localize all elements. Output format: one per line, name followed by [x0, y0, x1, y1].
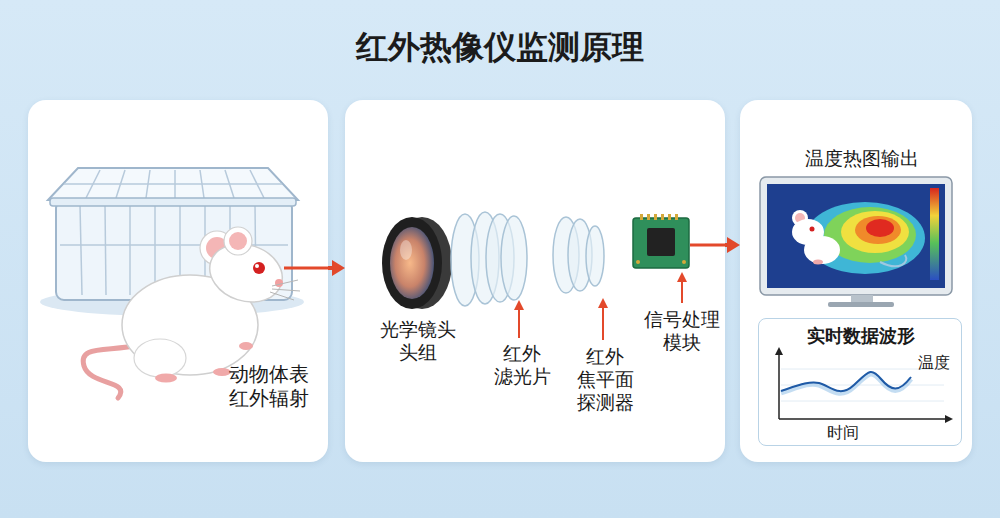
- axis-label: 温度: [918, 353, 950, 373]
- output-panel: 温度热图输出 实时数据波形温度时间: [740, 100, 972, 462]
- source-label: 动物体表 红外辐射: [229, 362, 309, 411]
- flow-arrow: [328, 260, 345, 276]
- source-panel: 动物体表 红外辐射: [28, 100, 328, 462]
- optics-illustration: [345, 100, 725, 462]
- diagram-title: 红外热像仪监测原理: [0, 26, 1000, 70]
- part-label: 红外 焦平面 探测器: [577, 345, 634, 415]
- optics-panel: 光学镜头 头组红外 滤光片红外 焦平面 探测器信号处理 模块: [345, 100, 725, 462]
- part-label: 信号处理 模块: [644, 308, 720, 354]
- waveform-box: 实时数据波形温度时间: [758, 318, 962, 446]
- part-label: 光学镜头 头组: [380, 318, 456, 364]
- flow-arrow: [725, 237, 740, 253]
- part-label: 红外 滤光片: [494, 342, 551, 388]
- axis-label: 时间: [827, 423, 859, 443]
- box-heading: 实时数据波形: [807, 325, 915, 347]
- output-heading: 温度热图输出: [805, 147, 919, 170]
